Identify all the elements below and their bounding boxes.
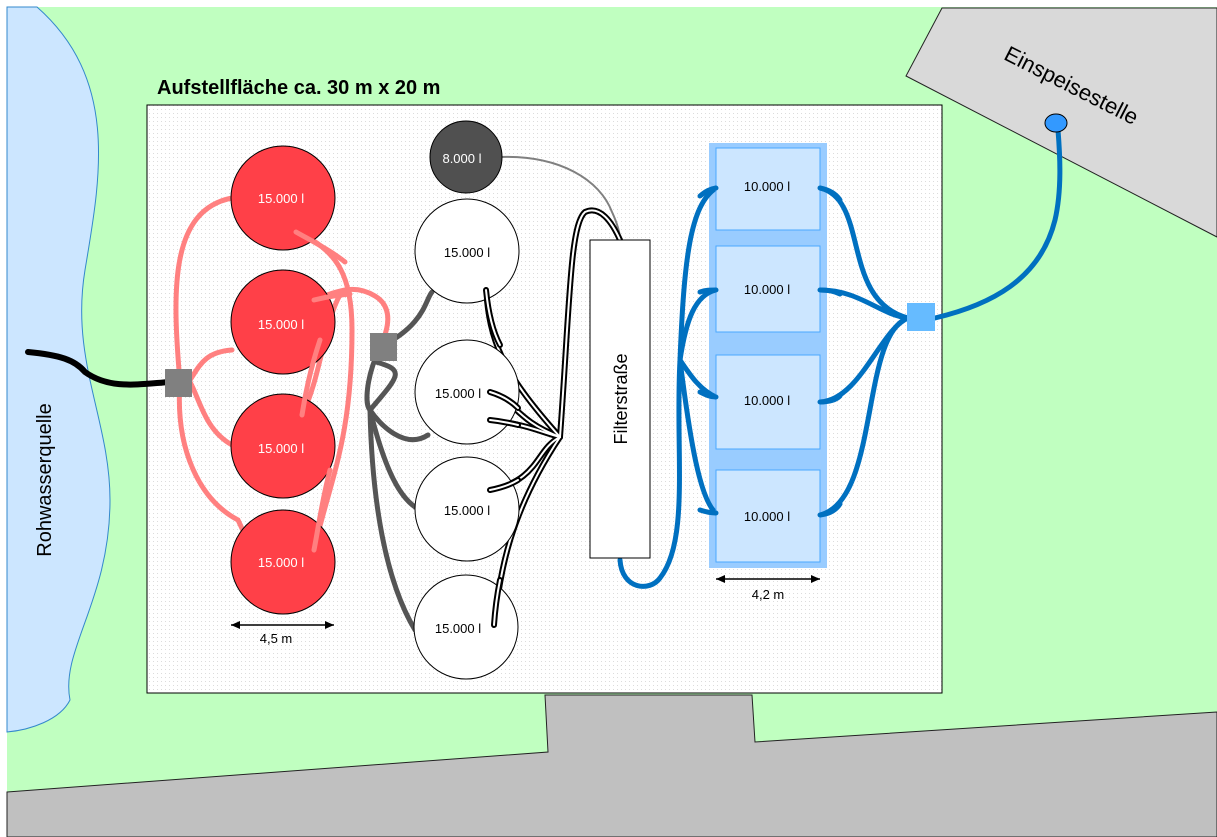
raw-tanks: 15.000 l 15.000 l 15.000 l 15.000 l — [230, 145, 336, 615]
clean-tank-label: 10.000 l — [744, 509, 790, 524]
clean-tank: 10.000 l — [715, 354, 821, 450]
filter-street: Filterstraße — [589, 239, 651, 559]
dimension-raw: 4,5 m — [231, 621, 334, 646]
raw-tank: 15.000 l — [230, 393, 336, 499]
area-title: Aufstellfläche ca. 30 m x 20 m — [157, 77, 440, 99]
filter-label: Filterstraße — [611, 353, 631, 444]
mid-tank: 15.000 l — [414, 456, 520, 562]
raw-tank: 15.000 l — [230, 145, 336, 251]
mid-tank-label: 15.000 l — [444, 245, 490, 260]
dimension-raw-label: 4,5 m — [260, 631, 293, 646]
clean-tank: 10.000 l — [715, 469, 821, 563]
filter-hose-overlay — [483, 287, 521, 628]
clean-tanks: 10.000 l 10.000 l 10.000 l 10.000 l — [715, 147, 821, 563]
mid-tank-label: 15.000 l — [444, 503, 490, 518]
mid-tank: 15.000 l — [414, 339, 520, 445]
dimension-clean-label: 4,2 m — [752, 587, 785, 602]
raw-tank: 15.000 l — [230, 509, 336, 615]
inlet-connector — [165, 369, 192, 397]
raw-tank-label: 15.000 l — [258, 317, 304, 332]
clean-tank-label: 10.000 l — [744, 179, 790, 194]
clean-tank: 10.000 l — [715, 147, 821, 231]
inlet-hose — [25, 349, 173, 388]
mid-tank: 15.000 l — [413, 574, 519, 680]
mid-tank-label: 15.000 l — [435, 386, 481, 401]
raw-hose-network — [173, 195, 391, 553]
road — [6, 694, 1217, 837]
destination-point — [1044, 113, 1068, 133]
raw-tank: 15.000 l — [230, 269, 336, 375]
mid-connector — [370, 333, 397, 361]
raw-hose-overlay — [293, 229, 353, 553]
small-tank-label: 8.000 l — [442, 151, 481, 166]
clean-tank: 10.000 l — [715, 245, 821, 333]
source-label: Rohwasserquelle — [34, 403, 56, 556]
mid-tank: 15.000 l — [414, 198, 520, 304]
raw-tank-label: 15.000 l — [258, 441, 304, 456]
clean-hose-overlay — [697, 185, 843, 518]
mid-tank-label: 15.000 l — [435, 621, 481, 636]
raw-tank-label: 15.000 l — [258, 555, 304, 570]
clean-tank-label: 10.000 l — [744, 393, 790, 408]
clean-tank-label: 10.000 l — [744, 282, 790, 297]
raw-tank-label: 15.000 l — [258, 191, 304, 206]
dimension-clean: 4,2 m — [716, 575, 820, 602]
mid-tanks: 15.000 l 15.000 l 15.000 l 15.000 l — [413, 198, 520, 680]
small-tank: 8.000 l — [429, 120, 503, 194]
outlet-connector — [907, 303, 935, 331]
water-body — [6, 6, 111, 733]
